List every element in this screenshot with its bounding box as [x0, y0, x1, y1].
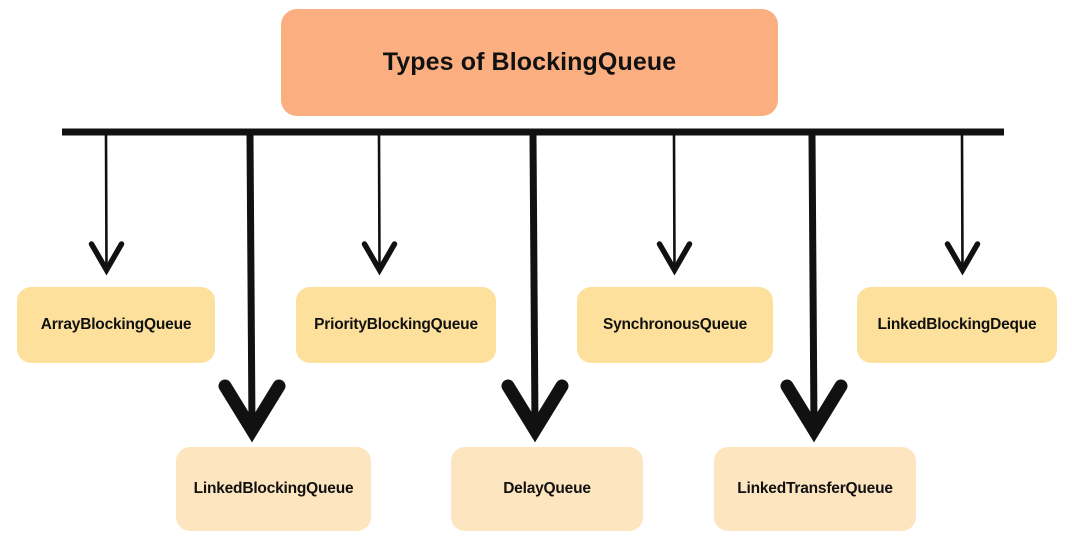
arrow-stem [960, 134, 964, 270]
arrowhead [88, 241, 125, 276]
node-priorityblockingqueue[interactable]: PriorityBlockingQueue [296, 287, 496, 363]
arrowhead [501, 379, 569, 443]
arrow-stem [104, 134, 108, 270]
arrowhead [656, 241, 693, 276]
node-label: DelayQueue [503, 480, 591, 498]
node-label: LinkedBlockingQueue [193, 480, 354, 498]
node-synchronousqueue[interactable]: SynchronousQueue [577, 287, 773, 363]
node-label: PriorityBlockingQueue [314, 316, 478, 334]
node-linkedblockingqueue[interactable]: LinkedBlockingQueue [176, 447, 371, 531]
arrow-stem [246, 132, 256, 432]
node-label: LinkedBlockingDeque [877, 316, 1037, 334]
arrow-stem [377, 134, 381, 270]
node-label: LinkedTransferQueue [737, 480, 893, 498]
node-delayqueue[interactable]: DelayQueue [451, 447, 643, 531]
arrow-stem [672, 134, 676, 270]
arrowhead [944, 241, 981, 276]
arrow-stem [808, 132, 818, 432]
arrowhead [218, 379, 286, 443]
root-node-types-of-blockingqueue[interactable]: Types of BlockingQueue [281, 9, 778, 116]
arrowhead [780, 379, 848, 443]
root-node-label: Types of BlockingQueue [382, 48, 677, 77]
node-label: SynchronousQueue [602, 316, 748, 334]
node-linkedtransferqueue[interactable]: LinkedTransferQueue [714, 447, 916, 531]
arrow-stem [529, 132, 539, 432]
node-linkedblockingdeque[interactable]: LinkedBlockingDeque [857, 287, 1057, 363]
node-arrayblockingqueue[interactable]: ArrayBlockingQueue [17, 287, 215, 363]
arrowhead [361, 241, 398, 276]
node-label: ArrayBlockingQueue [40, 316, 192, 334]
